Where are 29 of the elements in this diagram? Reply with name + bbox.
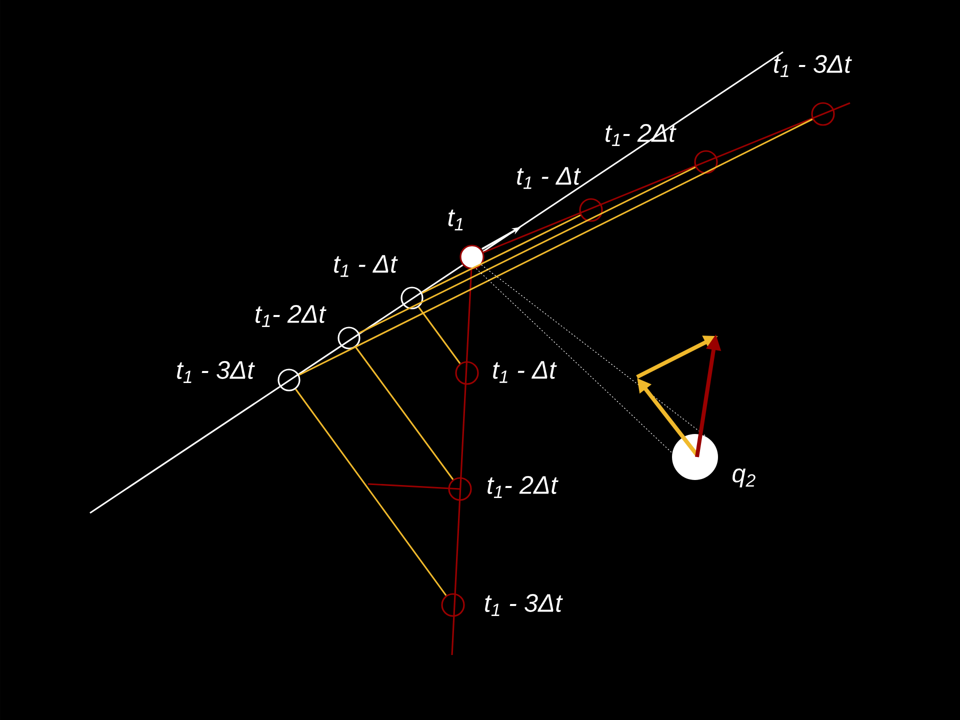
time-label: t$_{1}$ - 3Δt <box>177 361 255 383</box>
time-label: t$_{1}$ - 3Δt <box>485 594 563 616</box>
connector-line <box>418 306 461 364</box>
position-circle <box>460 244 484 270</box>
time-label: t$_{1}$ - Δt <box>517 167 581 189</box>
connector-line <box>358 166 696 334</box>
time-label: t$_{1}$ - Δt <box>334 255 398 277</box>
position-circle <box>694 150 718 174</box>
time-label: t$_{1}$ - 3Δt <box>774 55 852 77</box>
position-circle <box>579 198 603 222</box>
time-label: t$_{1}$- 2Δt <box>256 305 326 327</box>
charge-circle <box>672 434 718 480</box>
connector-line <box>422 214 581 294</box>
position-circle <box>278 368 300 392</box>
position-circle <box>338 326 360 350</box>
dotted-line <box>481 264 707 438</box>
time-label: t$_{1}$- 2Δt <box>488 476 558 498</box>
connector-line <box>298 118 813 376</box>
position-circle <box>400 286 424 310</box>
time-label: q$_{2}$ <box>732 468 756 488</box>
position-circle <box>811 102 835 126</box>
time-label: t$_{1}$ <box>448 210 463 230</box>
time-label: t$_{1}$ - Δt <box>493 361 557 383</box>
connector-line <box>355 346 454 480</box>
position-circle <box>448 477 472 501</box>
position-circle <box>441 593 465 617</box>
position-circle <box>455 361 479 385</box>
dotted-line <box>476 268 672 454</box>
connector-line <box>295 388 447 596</box>
